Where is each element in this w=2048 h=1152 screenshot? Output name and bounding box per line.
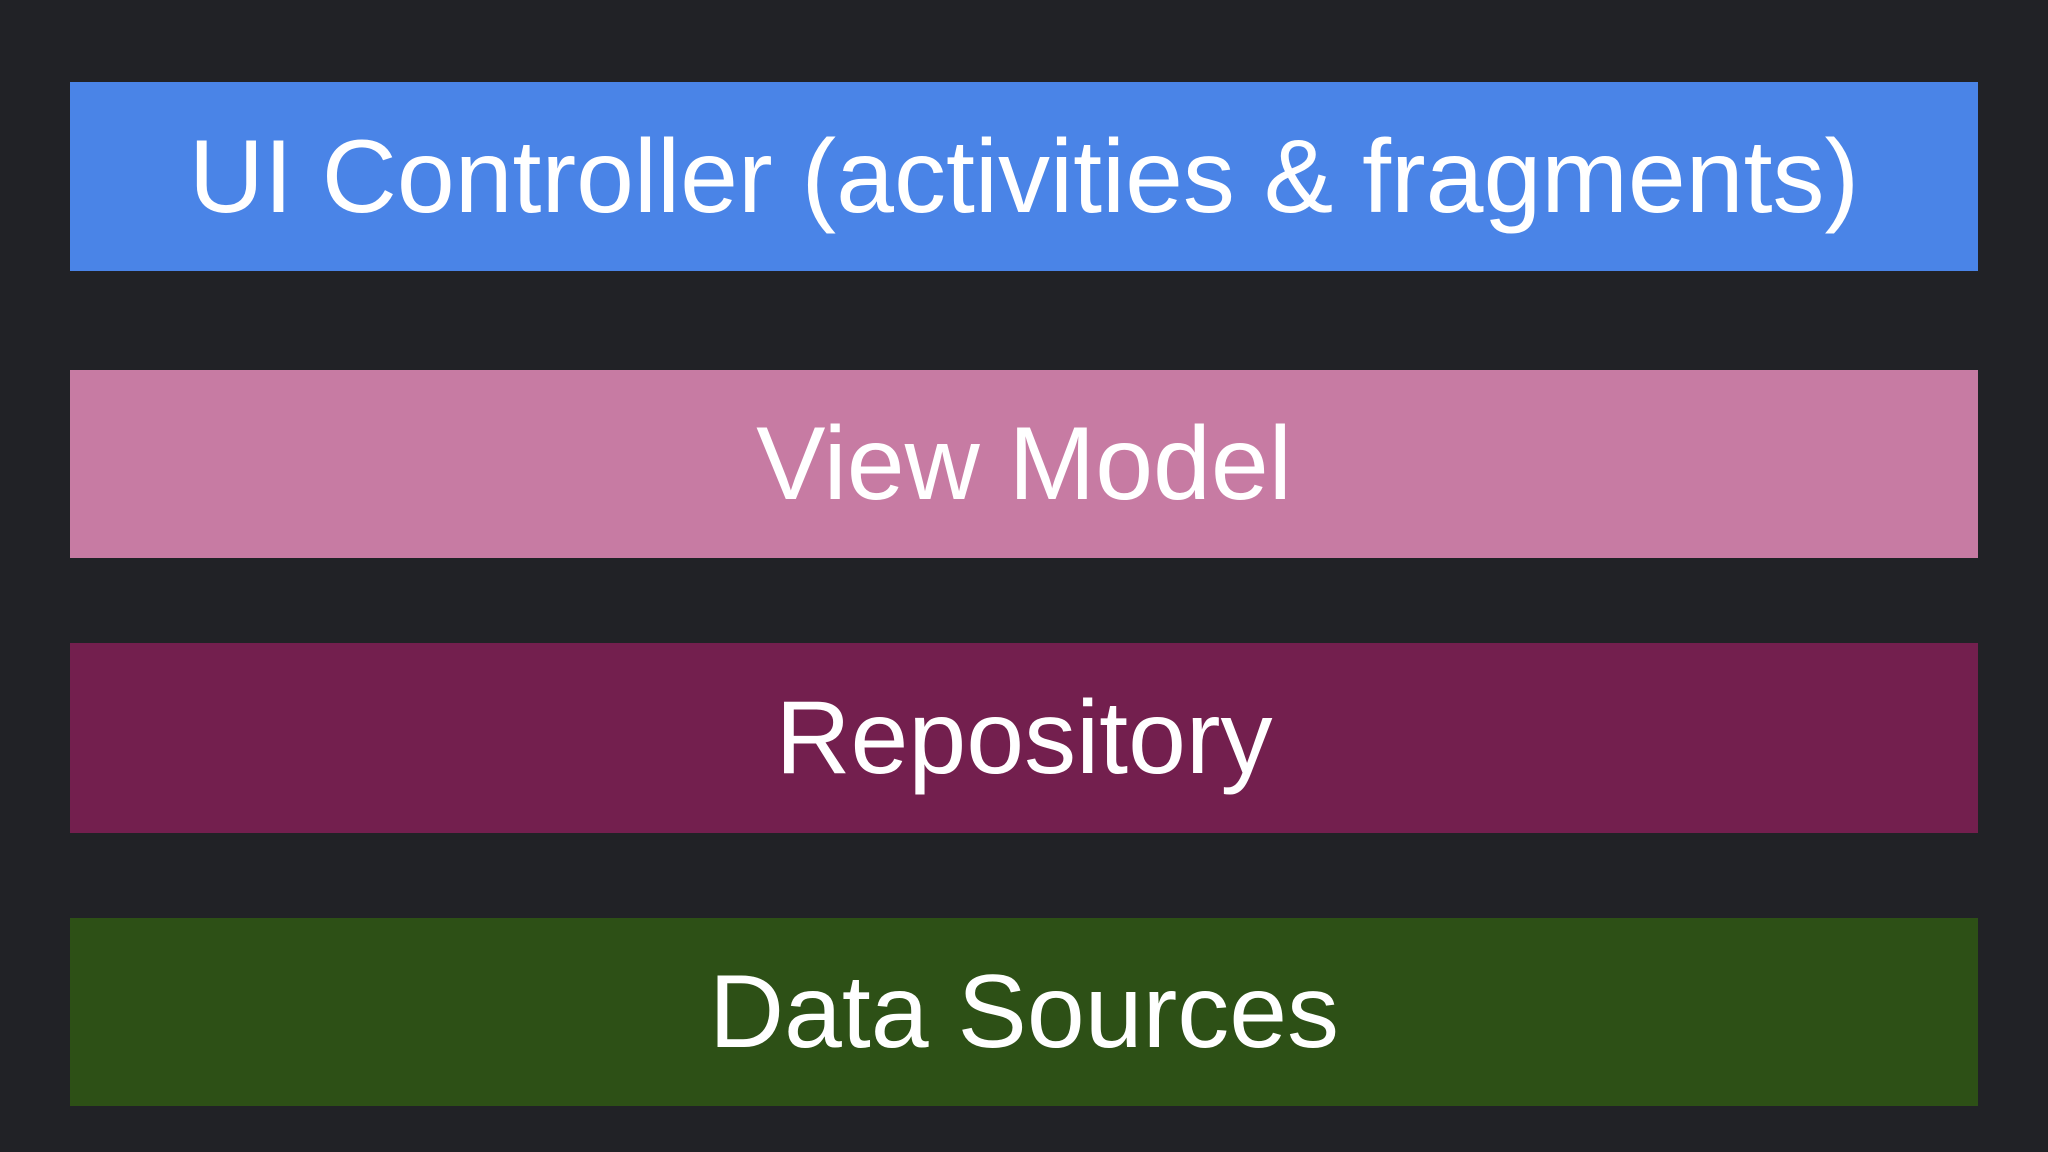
layer-ui-controller: UI Controller (activities & fragments) xyxy=(70,82,1978,271)
layer-ui-controller-label: UI Controller (activities & fragments) xyxy=(188,118,1860,235)
layer-data-sources: Data Sources xyxy=(70,918,1978,1106)
layer-view-model-label: View Model xyxy=(756,406,1292,522)
layer-data-sources-label: Data Sources xyxy=(708,954,1340,1070)
layer-repository-label: Repository xyxy=(775,680,1273,796)
layer-repository: Repository xyxy=(70,643,1978,833)
layer-view-model: View Model xyxy=(70,370,1978,558)
